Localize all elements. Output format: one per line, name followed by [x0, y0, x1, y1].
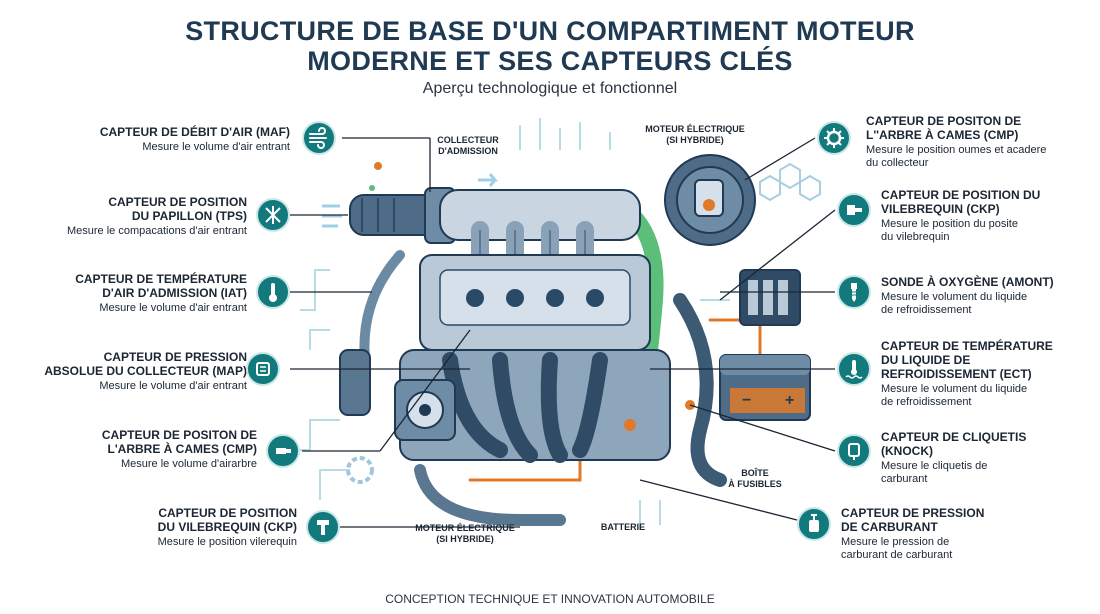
label-maf-desc: Mesure le volume d'air entrant: [142, 141, 290, 153]
page-title-line1: STRUCTURE DE BASE D'UN COMPARTIMENT MOTE…: [185, 16, 915, 46]
electric-motor: [664, 154, 756, 246]
page-subtitle: Aperçu technologique et fonctionnel: [422, 80, 678, 97]
page-title-line2: MODERNE ET SES CAPTEURS CLÉS: [307, 46, 793, 76]
caption-fuse-box: BOÎTE À FUSIBLES: [728, 468, 782, 489]
label-ckp-left: CAPTEUR DE POSITION DU VILEBREQUIN (CKP)…: [158, 506, 297, 549]
caption-electric-motor-top: MOTEUR ÉLECTRIQUE (SI HYBRIDE): [645, 124, 745, 145]
crank-probe-icon: [837, 193, 871, 227]
label-iat: CAPTEUR DE TEMPÉRATURE D'AIR D'ADMISSION…: [75, 272, 247, 315]
battery: − +: [719, 354, 811, 421]
label-map-desc: Mesure le volume d'air entrant: [99, 380, 247, 392]
label-tps-desc: Mesure le compacations d'air entrant: [66, 225, 247, 237]
label-knock-title: CAPTEUR DE CLIQUETIS (KNOCK): [881, 430, 1027, 458]
label-map-title: CAPTEUR DE PRESSION ABSOLUE DU COLLECTEU…: [44, 350, 247, 378]
label-fuel-pressure-title: CAPTEUR DE PRESSION DE CARBURANT: [841, 506, 985, 534]
label-map: CAPTEUR DE PRESSION ABSOLUE DU COLLECTEU…: [44, 350, 247, 393]
label-knock-desc: Mesure le cliquetis de carburant: [881, 460, 988, 485]
airflow-icon: [302, 121, 336, 155]
label-cmp-right-desc: Mesure le position oumes et acadere du c…: [866, 144, 1047, 169]
label-ckp-right: CAPTEUR DE POSITION DU VILEBREQUIN (CKP)…: [881, 188, 1040, 244]
label-cmp-left-desc: Mesure le volume d'airarbre: [121, 458, 257, 470]
pressure-sensor-icon: [246, 352, 280, 386]
label-knock: CAPTEUR DE CLIQUETIS (KNOCK) Mesure le c…: [881, 430, 1026, 486]
label-ect-desc: Mesure le volument du liquide de refroid…: [881, 383, 1028, 408]
oxygen-sensor-icon: [837, 275, 871, 309]
label-tps: CAPTEUR DE POSITION DU PAPILLON (TPS) Me…: [67, 195, 247, 238]
label-o2: SONDE À OXYGÈNE (AMONT) Mesure le volume…: [881, 275, 1054, 317]
svg-text:+: +: [785, 392, 794, 409]
caption-electric-motor-bottom: MOTEUR ÉLECTRIQUE (SI HYBRIDE): [415, 523, 515, 544]
label-maf: CAPTEUR DE DÉBIT D'AIR (MAF) Mesure le v…: [100, 125, 290, 154]
thermometer-icon: [256, 275, 290, 309]
svg-text:−: −: [742, 392, 751, 409]
label-iat-desc: Mesure le volume d'air entrant: [99, 302, 247, 314]
fuel-pressure-icon: [797, 507, 831, 541]
page-footer: CONCEPTION TECHNIQUE ET INNOVATION AUTOM…: [385, 592, 715, 606]
label-maf-title: CAPTEUR DE DÉBIT D'AIR (MAF): [99, 125, 290, 139]
decorations: [322, 162, 821, 484]
label-o2-title: SONDE À OXYGÈNE (AMONT): [881, 275, 1054, 289]
engine-block: [399, 254, 671, 463]
caption-battery: BATTERIE: [600, 522, 646, 532]
gear-icon: [817, 121, 851, 155]
label-o2-desc: Mesure le volument du liquide de refroid…: [881, 291, 1028, 316]
label-fuel-pressure: CAPTEUR DE PRESSION DE CARBURANT Mesure …: [841, 506, 984, 562]
label-ect-title: CAPTEUR DE TEMPÉRATURE DU LIQUIDE DE REF…: [881, 339, 1053, 381]
label-cmp-right-title: CAPTEUR DE POSITON DE L''ARBRE À CAMES (…: [866, 114, 1022, 142]
label-iat-title: CAPTEUR DE TEMPÉRATURE D'AIR D'ADMISSION…: [75, 272, 247, 300]
alternator: [394, 379, 456, 441]
label-ckp-left-desc: Mesure le position vilerequin: [157, 536, 297, 548]
camshaft-sensor-icon: [266, 434, 300, 468]
label-ect: CAPTEUR DE TEMPÉRATURE DU LIQUIDE DE REF…: [881, 339, 1053, 409]
label-ckp-right-title: CAPTEUR DE POSITION DU VILEBREQUIN (CKP): [881, 188, 1041, 216]
fuse-box: [739, 269, 801, 326]
crankshaft-sensor-icon: [306, 510, 340, 544]
throttle-icon: [256, 198, 290, 232]
circuit-traces: [295, 118, 730, 530]
label-fuel-pressure-desc: Mesure le pression de carburant de carbu…: [841, 536, 953, 561]
intake-manifold: [439, 189, 641, 269]
connector-lines: [290, 137, 836, 528]
knock-sensor-icon: [837, 434, 871, 468]
label-cmp-left-title: CAPTEUR DE POSITON DE L'ARBRE À CAMES (C…: [101, 428, 257, 456]
coolant-temp-icon: [837, 352, 871, 386]
label-ckp-right-desc: Mesure le position du posite du vilebreq…: [881, 218, 1018, 243]
label-cmp-left: CAPTEUR DE POSITON DE L'ARBRE À CAMES (C…: [102, 428, 257, 471]
label-ckp-left-title: CAPTEUR DE POSITION DU VILEBREQUIN (CKP): [157, 506, 297, 534]
label-tps-title: CAPTEUR DE POSITION DU PAPILLON (TPS): [108, 195, 247, 223]
left-canister: [339, 349, 371, 416]
caption-intake-manifold: COLLECTEUR D'ADMISSION: [437, 135, 499, 156]
label-cmp-right: CAPTEUR DE POSITON DE L''ARBRE À CAMES (…: [866, 114, 1046, 170]
